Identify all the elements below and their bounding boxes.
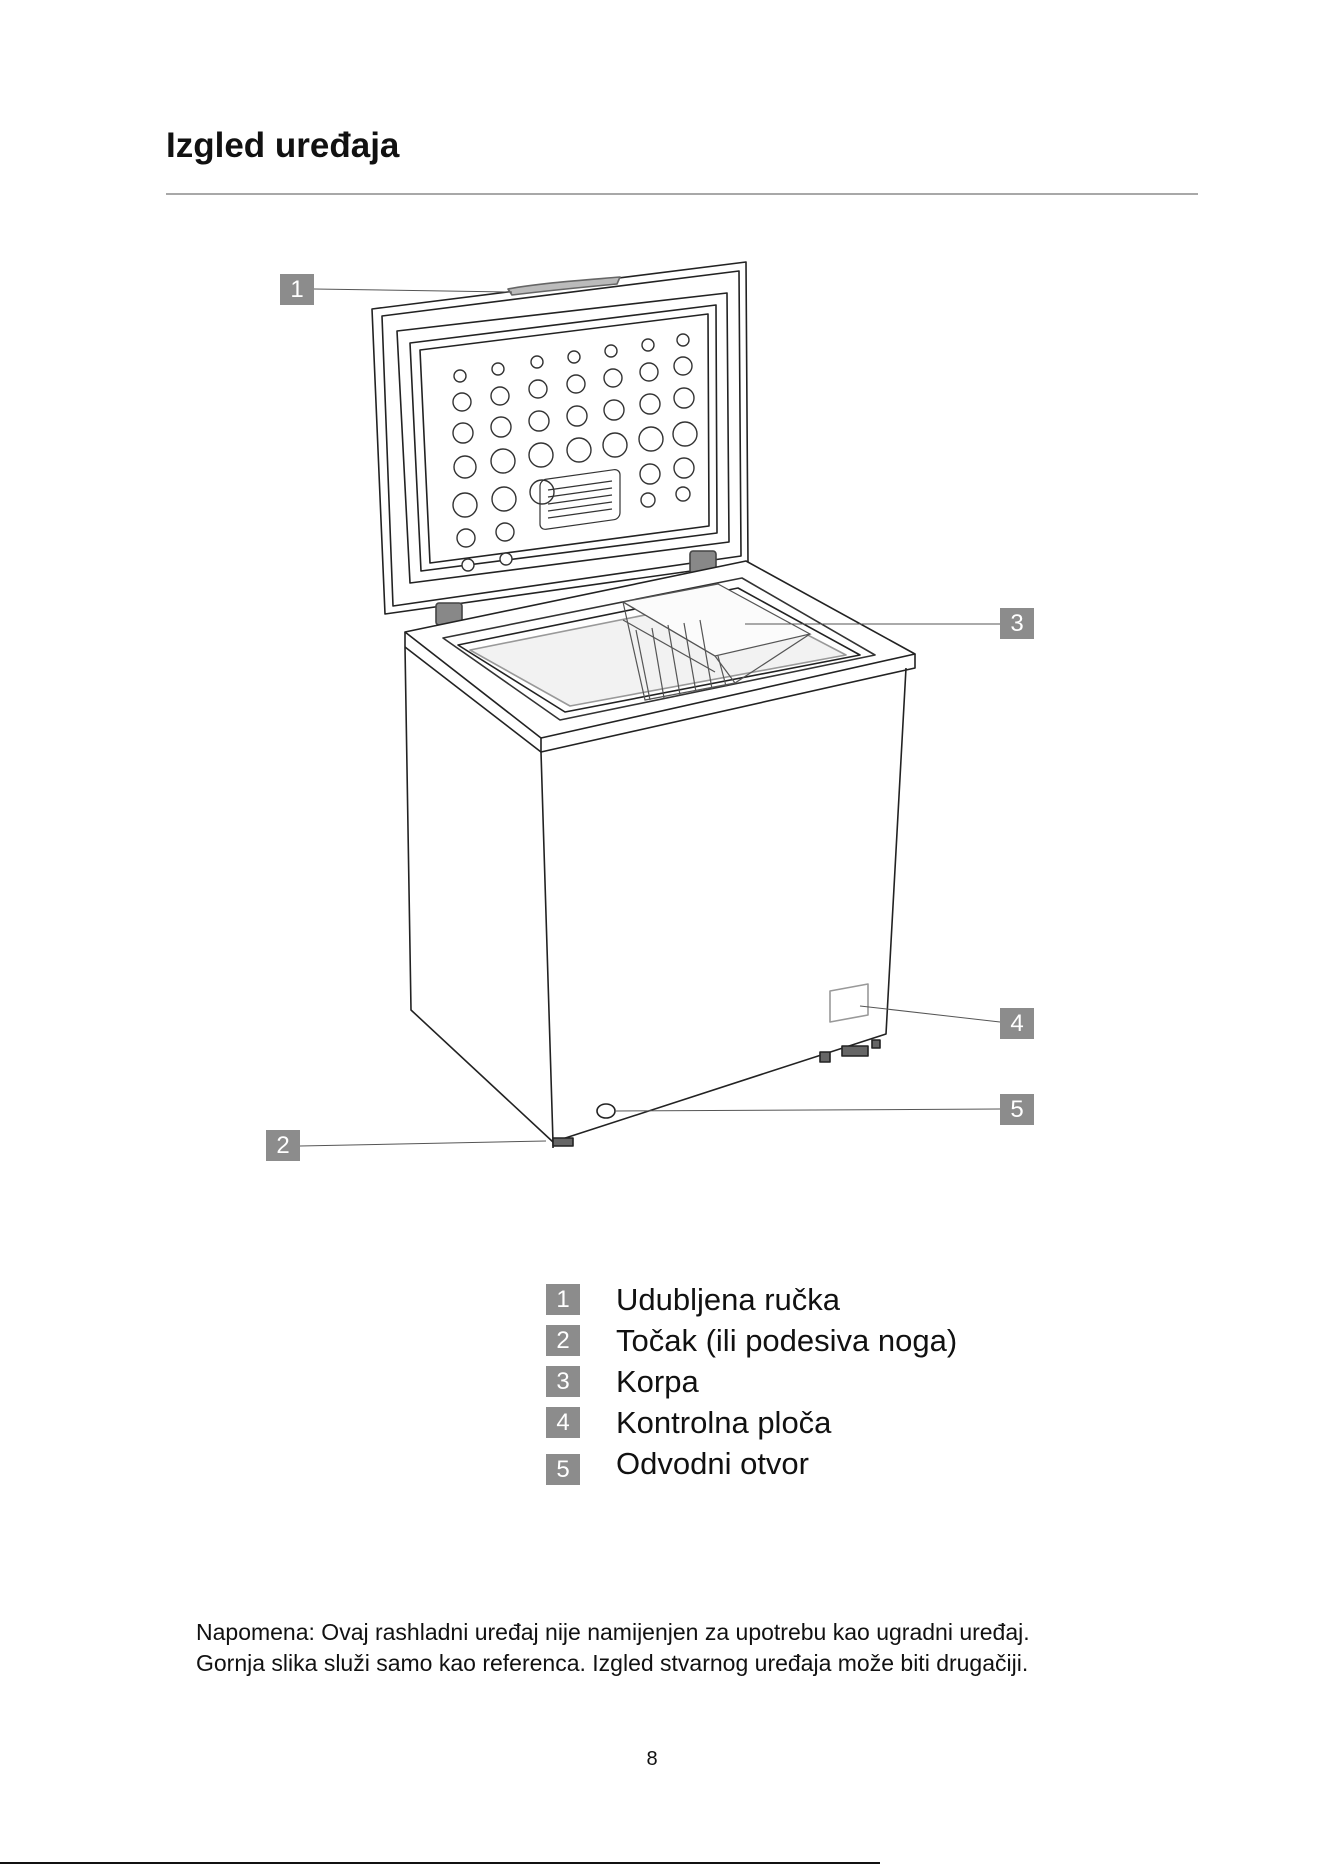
legend-label: Korpa (616, 1364, 699, 1400)
legend-item: 2 Točak (ili podesiva noga) (546, 1323, 1066, 1364)
legend-number: 3 (546, 1366, 580, 1397)
chest-freezer-illustration (0, 0, 1324, 1240)
callout-3: 3 (1000, 608, 1034, 639)
drain-outlet (597, 1104, 615, 1118)
callout-2: 2 (266, 1130, 300, 1161)
legend-label: Udubljena ručka (616, 1282, 840, 1318)
page-number: 8 (0, 1748, 1304, 1771)
legend-item: 4 Kontrolna ploča (546, 1405, 1066, 1446)
legend-number: 1 (546, 1284, 580, 1315)
legend-item: 3 Korpa (546, 1364, 1066, 1405)
legend-item: 5 Odvodni otvor (546, 1446, 1066, 1487)
legend-label: Kontrolna ploča (616, 1405, 831, 1441)
legend-number: 2 (546, 1325, 580, 1356)
legend-number: 5 (546, 1454, 580, 1485)
legend-label: Točak (ili podesiva noga) (616, 1323, 957, 1359)
note-text: Napomena: Ovaj rashladni uređaj nije nam… (196, 1617, 1196, 1679)
callout-1: 1 (280, 274, 314, 305)
legend-item: 1 Udubljena ručka (546, 1282, 1066, 1323)
callout-4: 4 (1000, 1008, 1034, 1039)
legend-number: 4 (546, 1407, 580, 1438)
parts-legend: 1 Udubljena ručka 2 Točak (ili podesiva … (546, 1282, 1066, 1487)
note-line-2: Gornja slika služi samo kao referenca. I… (196, 1648, 1196, 1679)
callout-5: 5 (1000, 1094, 1034, 1125)
footer-rule (0, 1862, 880, 1864)
control-panel (830, 984, 868, 1022)
legend-label: Odvodni otvor (616, 1446, 809, 1482)
wheel (553, 1138, 573, 1146)
note-line-1: Napomena: Ovaj rashladni uređaj nije nam… (196, 1617, 1196, 1648)
